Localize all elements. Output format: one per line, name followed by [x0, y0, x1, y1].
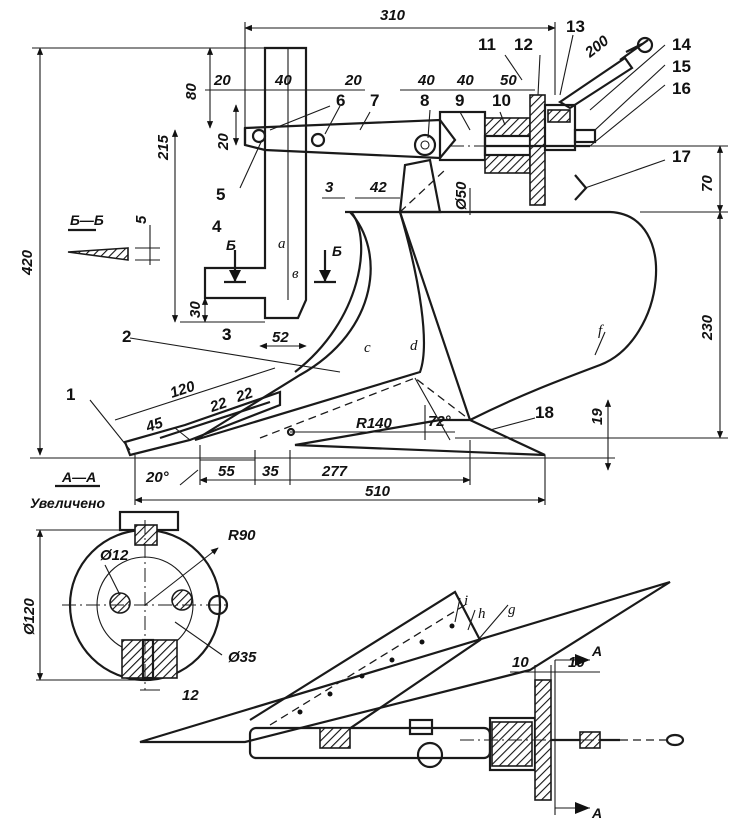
part-6: 6: [336, 91, 345, 110]
dim-230: 230: [699, 314, 716, 341]
dim-80: 80: [183, 83, 200, 100]
part-3: 3: [222, 325, 231, 344]
dim-30: 30: [187, 301, 204, 318]
dim-35: 35: [262, 463, 279, 480]
letter-h: h: [478, 606, 486, 622]
part-5: 5: [216, 185, 225, 204]
section-bb-title: Б—Б: [70, 212, 104, 228]
dim-20-deg: 20°: [145, 469, 170, 486]
dim-20-c: 20: [215, 133, 232, 151]
dim-dia-12: Ø12: [100, 547, 129, 564]
part-17: 17: [672, 147, 691, 166]
dim-19: 19: [589, 408, 606, 425]
section-a-bottom: A: [591, 805, 602, 821]
dim-22-a: 22: [207, 394, 230, 416]
landside-wing: [400, 210, 658, 421]
dim-52: 52: [272, 329, 289, 346]
dim-200: 200: [581, 32, 612, 62]
letter-a: a: [278, 236, 286, 252]
dim-10-b: 10: [568, 654, 585, 671]
section-aa: [36, 484, 230, 691]
part-10: 10: [492, 91, 511, 110]
dim-10-a: 10: [512, 654, 529, 671]
part-18: 18: [535, 403, 554, 422]
dim-510: 510: [365, 483, 391, 500]
section-b-right: Б: [332, 243, 342, 259]
dim-22-b: 22: [233, 384, 256, 406]
dim-40-c: 40: [456, 72, 474, 89]
dim-dia-35: Ø35: [228, 649, 257, 666]
dim-r90: R90: [228, 527, 256, 544]
part-12: 12: [514, 35, 533, 54]
dim-r140: R140: [356, 415, 393, 432]
part-7: 7: [370, 91, 379, 110]
dim-3-b: 3: [222, 325, 231, 344]
dim-45: 45: [143, 414, 166, 436]
dim-20-a: 20: [213, 72, 231, 89]
dim-50: 50: [500, 72, 517, 89]
dim-120: 120: [168, 378, 198, 402]
dim-277: 277: [321, 463, 348, 480]
horizontal-beam: [243, 118, 457, 160]
dim-42: 42: [369, 179, 387, 196]
letter-v: в: [292, 266, 299, 282]
letter-i: i: [464, 593, 468, 609]
part-1: 1: [66, 385, 75, 404]
dim-5: 5: [133, 215, 150, 224]
dim-40-b: 40: [417, 72, 435, 89]
letter-d: d: [410, 338, 418, 354]
section-a-top: A: [591, 643, 602, 659]
mouldboard: [194, 211, 425, 442]
part-2: 2: [122, 327, 131, 346]
part-11: 11: [478, 35, 496, 54]
letter-c: c: [364, 340, 371, 356]
part-16: 16: [672, 79, 691, 98]
dim-20-b: 20: [344, 72, 362, 89]
dim-310: 310: [380, 7, 406, 24]
section-b-left: Б: [226, 237, 236, 253]
dim-3-a: 3: [325, 179, 334, 196]
dim-215: 215: [155, 134, 172, 161]
letter-g: g: [508, 602, 516, 618]
part-14: 14: [672, 35, 691, 54]
dim-72-deg: 72°: [428, 413, 452, 430]
section-aa-note: Увеличено: [30, 495, 106, 511]
dim-420: 420: [19, 249, 36, 276]
dim-40-a: 40: [274, 72, 292, 89]
part-13: 13: [566, 17, 585, 36]
part-15: 15: [672, 57, 691, 76]
letter-f: f: [598, 323, 604, 339]
side-view: [30, 22, 728, 505]
dim-55: 55: [218, 463, 235, 480]
part-4: 4: [212, 217, 222, 236]
dim-12: 12: [182, 687, 199, 704]
part-8: 8: [420, 91, 429, 110]
part-9: 9: [455, 91, 464, 110]
dim-dia-50: Ø50: [453, 181, 470, 210]
section-aa-title: А—А: [61, 469, 96, 485]
dim-dia-120: Ø120: [21, 598, 38, 635]
perspective-view: [139, 580, 685, 815]
dim-70: 70: [699, 175, 716, 192]
